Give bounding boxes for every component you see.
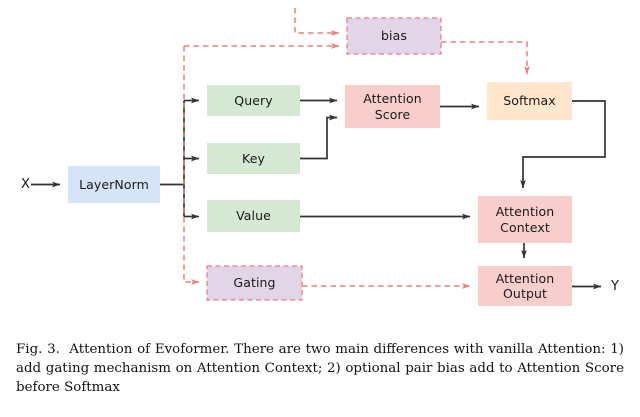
query-box xyxy=(207,85,300,116)
attention-output-box xyxy=(478,266,572,306)
layernorm-label[interactable]: LayerNorm xyxy=(79,176,149,192)
edge-bias-to-softmax xyxy=(441,41,530,75)
attention-output-label[interactable]: Attention Output xyxy=(495,270,555,301)
attention-score-label[interactable]: Attention Score xyxy=(363,91,422,122)
query-label[interactable]: Query xyxy=(234,92,273,108)
output-label-y: Y xyxy=(611,279,619,294)
gating-label[interactable]: Gating xyxy=(233,275,276,291)
gating-box xyxy=(206,265,303,301)
node-shapes xyxy=(68,17,572,306)
value-label[interactable]: Value xyxy=(236,208,271,224)
solid-edges xyxy=(31,97,606,290)
attention-score-box xyxy=(345,85,440,128)
key-box xyxy=(207,143,300,174)
attention-context-label[interactable]: Attention Context xyxy=(495,204,555,235)
edge-softmax-to-context xyxy=(520,100,606,189)
attention-diagram xyxy=(31,8,606,306)
layernorm-box xyxy=(68,166,160,203)
figure-caption-text: Attention of Evoformer. There are two ma… xyxy=(16,342,625,396)
figure-caption: Fig. 3. Attention of Evoformer. There ar… xyxy=(16,340,624,397)
input-label-x: X xyxy=(21,177,30,192)
edge-branch-to-gating xyxy=(183,46,200,285)
figure-number: Fig. 3. xyxy=(16,342,60,357)
bias-box xyxy=(346,17,442,55)
value-box xyxy=(207,200,300,232)
key-label[interactable]: Key xyxy=(242,150,265,166)
softmax-box xyxy=(487,82,572,120)
edge-key-to-score xyxy=(300,114,338,160)
softmax-label[interactable]: Softmax xyxy=(503,93,556,109)
dashed-edges xyxy=(183,8,530,289)
edge-pair-input-to-bias xyxy=(294,8,340,36)
bias-label[interactable]: bias xyxy=(381,28,407,44)
attention-context-box xyxy=(478,196,572,243)
